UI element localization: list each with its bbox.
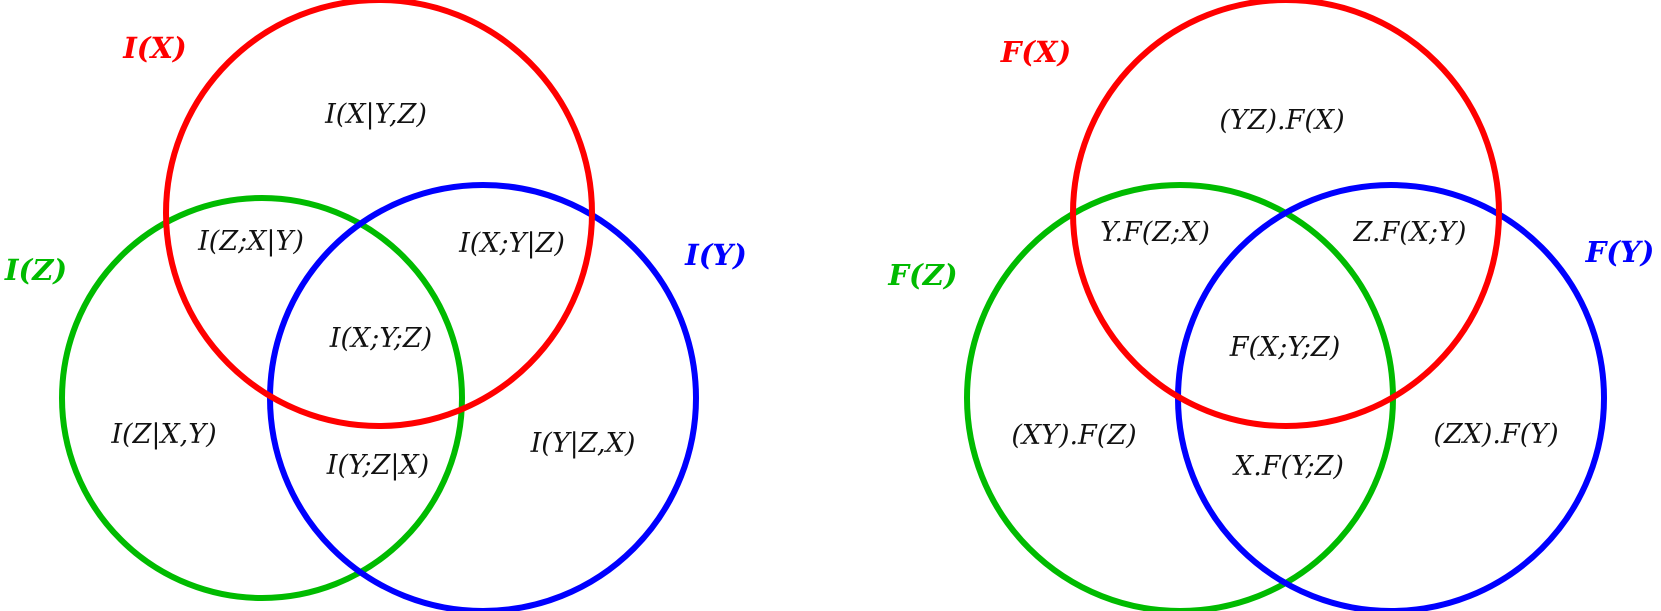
circle-z xyxy=(59,195,465,601)
set-label-z: F(Z) xyxy=(887,258,957,292)
region-xy: Z.F(X;Y) xyxy=(1353,217,1467,248)
information-venn-diagram: I(X) I(Z) I(Y) I(X|Y,Z) I(Z;X|Y) I(X;Y|Z… xyxy=(4,0,747,611)
region-yz: X.F(Y;Z) xyxy=(1232,451,1344,482)
region-yz: I(Y;Z|X) xyxy=(326,450,429,481)
circle-x xyxy=(163,0,595,429)
region-x-only: I(X|Y,Z) xyxy=(324,99,427,130)
region-xyz: I(X;Y;Z) xyxy=(329,323,432,354)
set-label-y: I(Y) xyxy=(684,238,747,272)
circle-x xyxy=(1070,0,1502,429)
set-label-z: I(Z) xyxy=(4,253,67,287)
region-zx: Y.F(Z;X) xyxy=(1100,217,1210,248)
region-xy: I(X;Y|Z) xyxy=(458,228,565,259)
set-label-y: F(Y) xyxy=(1585,235,1655,269)
region-z-only: (XY).F(Z) xyxy=(1011,420,1136,451)
set-label-x: I(X) xyxy=(122,31,187,65)
f-measure-venn-diagram: F(X) F(Z) F(Y) (YZ).F(X) Y.F(Z;X) Z.F(X;… xyxy=(887,0,1654,611)
region-xyz: F(X;Y;Z) xyxy=(1229,332,1340,363)
region-x-only: (YZ).F(X) xyxy=(1219,105,1344,136)
region-y-only: (ZX).F(Y) xyxy=(1433,419,1558,450)
region-zx: I(Z;X|Y) xyxy=(197,226,304,257)
region-z-only: I(Z|X,Y) xyxy=(110,419,216,450)
region-y-only: I(Y|Z,X) xyxy=(530,428,636,459)
set-label-x: F(X) xyxy=(1000,35,1072,69)
